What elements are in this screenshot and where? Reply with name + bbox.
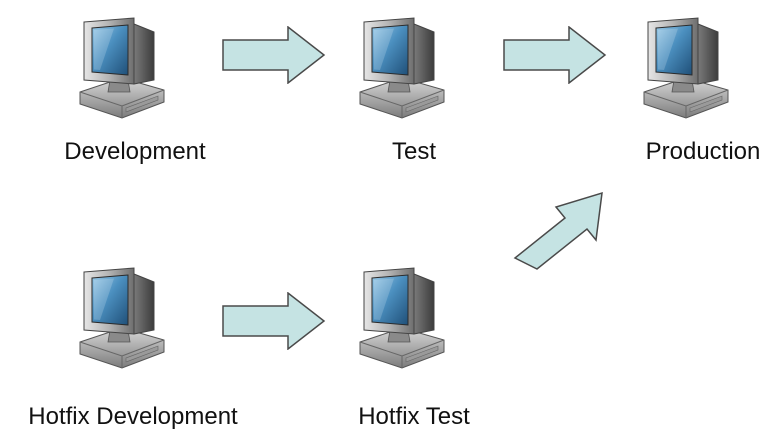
arrow-test-to-production (503, 26, 607, 84)
node-label-production: Production (645, 138, 761, 165)
arrow-hotfix-development-to-hotfix-test (222, 292, 326, 350)
development-computer-icon (70, 14, 170, 124)
production-computer-icon (634, 14, 734, 124)
arrow-hotfix-test-to-production (512, 190, 606, 282)
node-label-hotfix-test: Hotfix Test (358, 403, 470, 430)
hotfix-development-computer-icon (70, 264, 170, 374)
hotfix-test-computer-icon (350, 264, 450, 374)
arrow-development-to-test (222, 26, 326, 84)
node-label-development: Development (64, 138, 206, 165)
node-label-hotfix-development: Hotfix Development (28, 403, 238, 430)
node-label-test: Test (391, 138, 437, 165)
test-computer-icon (350, 14, 450, 124)
